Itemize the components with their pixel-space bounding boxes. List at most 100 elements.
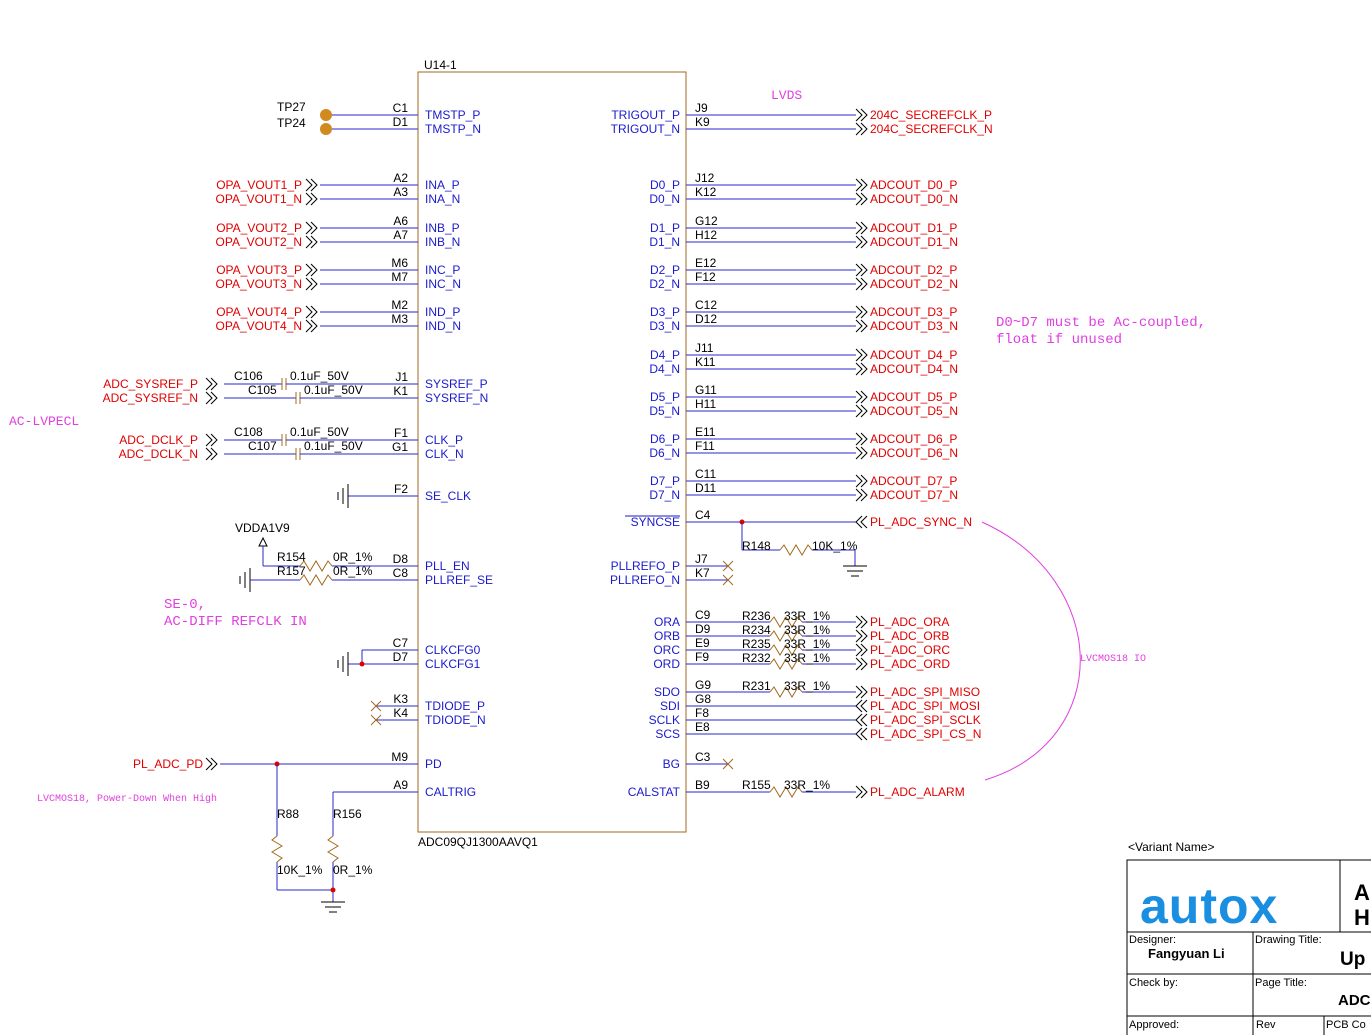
- pin-name-label: D4_N: [649, 362, 680, 376]
- pin-number-label: K3: [393, 692, 408, 706]
- input-port-icon: [205, 447, 213, 461]
- output-port-icon: [855, 685, 863, 699]
- pin-number-label: J11: [695, 341, 714, 355]
- pin-name-label: D7_P: [650, 474, 680, 488]
- pin-number-label: K7: [695, 566, 710, 580]
- input-port-icon: [305, 235, 313, 249]
- input-port-icon: [205, 391, 213, 405]
- r155-refdes: R155: [742, 778, 771, 792]
- net-label: OPA_VOUT3_P: [216, 263, 302, 277]
- pin-number-label: C7: [393, 636, 409, 650]
- r148-refdes: R148: [742, 539, 771, 553]
- tp24-testpoint[interactable]: [320, 123, 332, 135]
- pin-number-label: C8: [393, 566, 409, 580]
- net-label: PL_ADC_ORB: [870, 629, 949, 643]
- net-label: PL_ADC_ORC: [870, 643, 950, 657]
- net-label: ADCOUT_D6_P: [870, 432, 957, 446]
- input-port-icon: [205, 377, 213, 391]
- net-label: ADCOUT_D2_N: [870, 277, 958, 291]
- pin-number-label: G8: [695, 692, 711, 706]
- vdda-label: VDDA1V9: [235, 521, 290, 535]
- net-label: OPA_VOUT2_N: [216, 235, 302, 249]
- pin-name-label: SCS: [655, 727, 680, 741]
- pin-number-label: M9: [391, 750, 408, 764]
- title-block: <Variant Name> autox A H Designer: Fangy…: [1126, 840, 1371, 1035]
- approved-label: Approved:: [1129, 1019, 1179, 1031]
- pin-name-label: PD: [425, 757, 442, 771]
- r156-refdes: R156: [333, 807, 362, 821]
- pin-number-label: A6: [393, 214, 408, 228]
- clk-caps: [224, 434, 418, 460]
- net-label: ADCOUT_D1_P: [870, 221, 957, 235]
- c106-refdes: C106: [234, 369, 263, 383]
- net-label: ADCOUT_D7_N: [870, 488, 958, 502]
- sync-network: [739, 519, 867, 577]
- designer-name: Fangyuan Li: [1148, 946, 1225, 961]
- pin-name-label: D4_P: [650, 348, 680, 362]
- r231-refdes: R231: [742, 679, 771, 693]
- pin-number-label: E9: [695, 636, 710, 650]
- net-label: ADCOUT_D4_P: [870, 348, 957, 362]
- output-port-icon: [855, 192, 863, 206]
- input-port-icon: [305, 263, 313, 277]
- output-port-icon: [855, 657, 863, 671]
- pin-name-label: CLKCFG0: [425, 643, 481, 657]
- input-port-icon: [305, 305, 313, 319]
- r232-refdes: R232: [742, 651, 771, 665]
- pd-note: LVCMOS18, Power-Down When High: [37, 793, 217, 805]
- pin-number-label: C1: [393, 101, 409, 115]
- pin-tmstp-n: TMSTP_ND1: [332, 115, 481, 136]
- r88-refdes: R88: [277, 807, 299, 821]
- pin-name-label: ORB: [654, 629, 680, 643]
- pin-number-label: G1: [392, 440, 408, 454]
- output-port-icon: [855, 515, 863, 529]
- page-title: ADC: [1338, 992, 1371, 1009]
- pin-number-label: C4: [695, 508, 711, 522]
- r235-refdes: R235: [742, 637, 771, 651]
- pin-number-label: F8: [695, 706, 709, 720]
- rev-label: Rev: [1256, 1019, 1276, 1031]
- pin-name-label: D6_P: [650, 432, 680, 446]
- net-label: PL_ADC_SPI_MISO: [870, 685, 980, 699]
- net-label: OPA_VOUT2_P: [216, 221, 302, 235]
- output-port-icon: [855, 277, 863, 291]
- pin-name-label: D1_P: [650, 221, 680, 235]
- r154-refdes: R154: [277, 550, 306, 564]
- net-label: PL_ADC_ORA: [870, 615, 949, 629]
- pin-number-label: K11: [695, 355, 716, 369]
- net-label: ADCOUT_D7_P: [870, 474, 957, 488]
- net-label: ADCOUT_D2_P: [870, 263, 957, 277]
- clkcfg-ground: [337, 649, 418, 676]
- net-label: 204C_SECREFCLK_P: [870, 108, 992, 122]
- pin-number-label: F12: [695, 270, 716, 284]
- pin-name-label: SYNCSE: [631, 515, 680, 529]
- pin-name-label: CALSTAT: [628, 785, 681, 799]
- pin-name-label: SCLK: [649, 713, 680, 727]
- pin-name-label: D3_N: [649, 319, 680, 333]
- lvcmos-io-bracket: [981, 521, 1081, 781]
- output-port-icon: [855, 785, 863, 799]
- pin-number-label: J1: [395, 370, 408, 384]
- se-note-1: SE-0,: [164, 597, 206, 613]
- net-label: PL_ADC_PD: [133, 757, 203, 771]
- tp24-label: TP24: [277, 116, 306, 130]
- sysref-caps: [224, 378, 418, 404]
- tp27-testpoint[interactable]: [320, 109, 332, 121]
- pin-name-label: SE_CLK: [425, 489, 471, 503]
- pin-number-label: F9: [695, 650, 709, 664]
- input-port-icon: [305, 178, 313, 192]
- pin-tdiode-n: TDIODE_NK4: [370, 706, 486, 727]
